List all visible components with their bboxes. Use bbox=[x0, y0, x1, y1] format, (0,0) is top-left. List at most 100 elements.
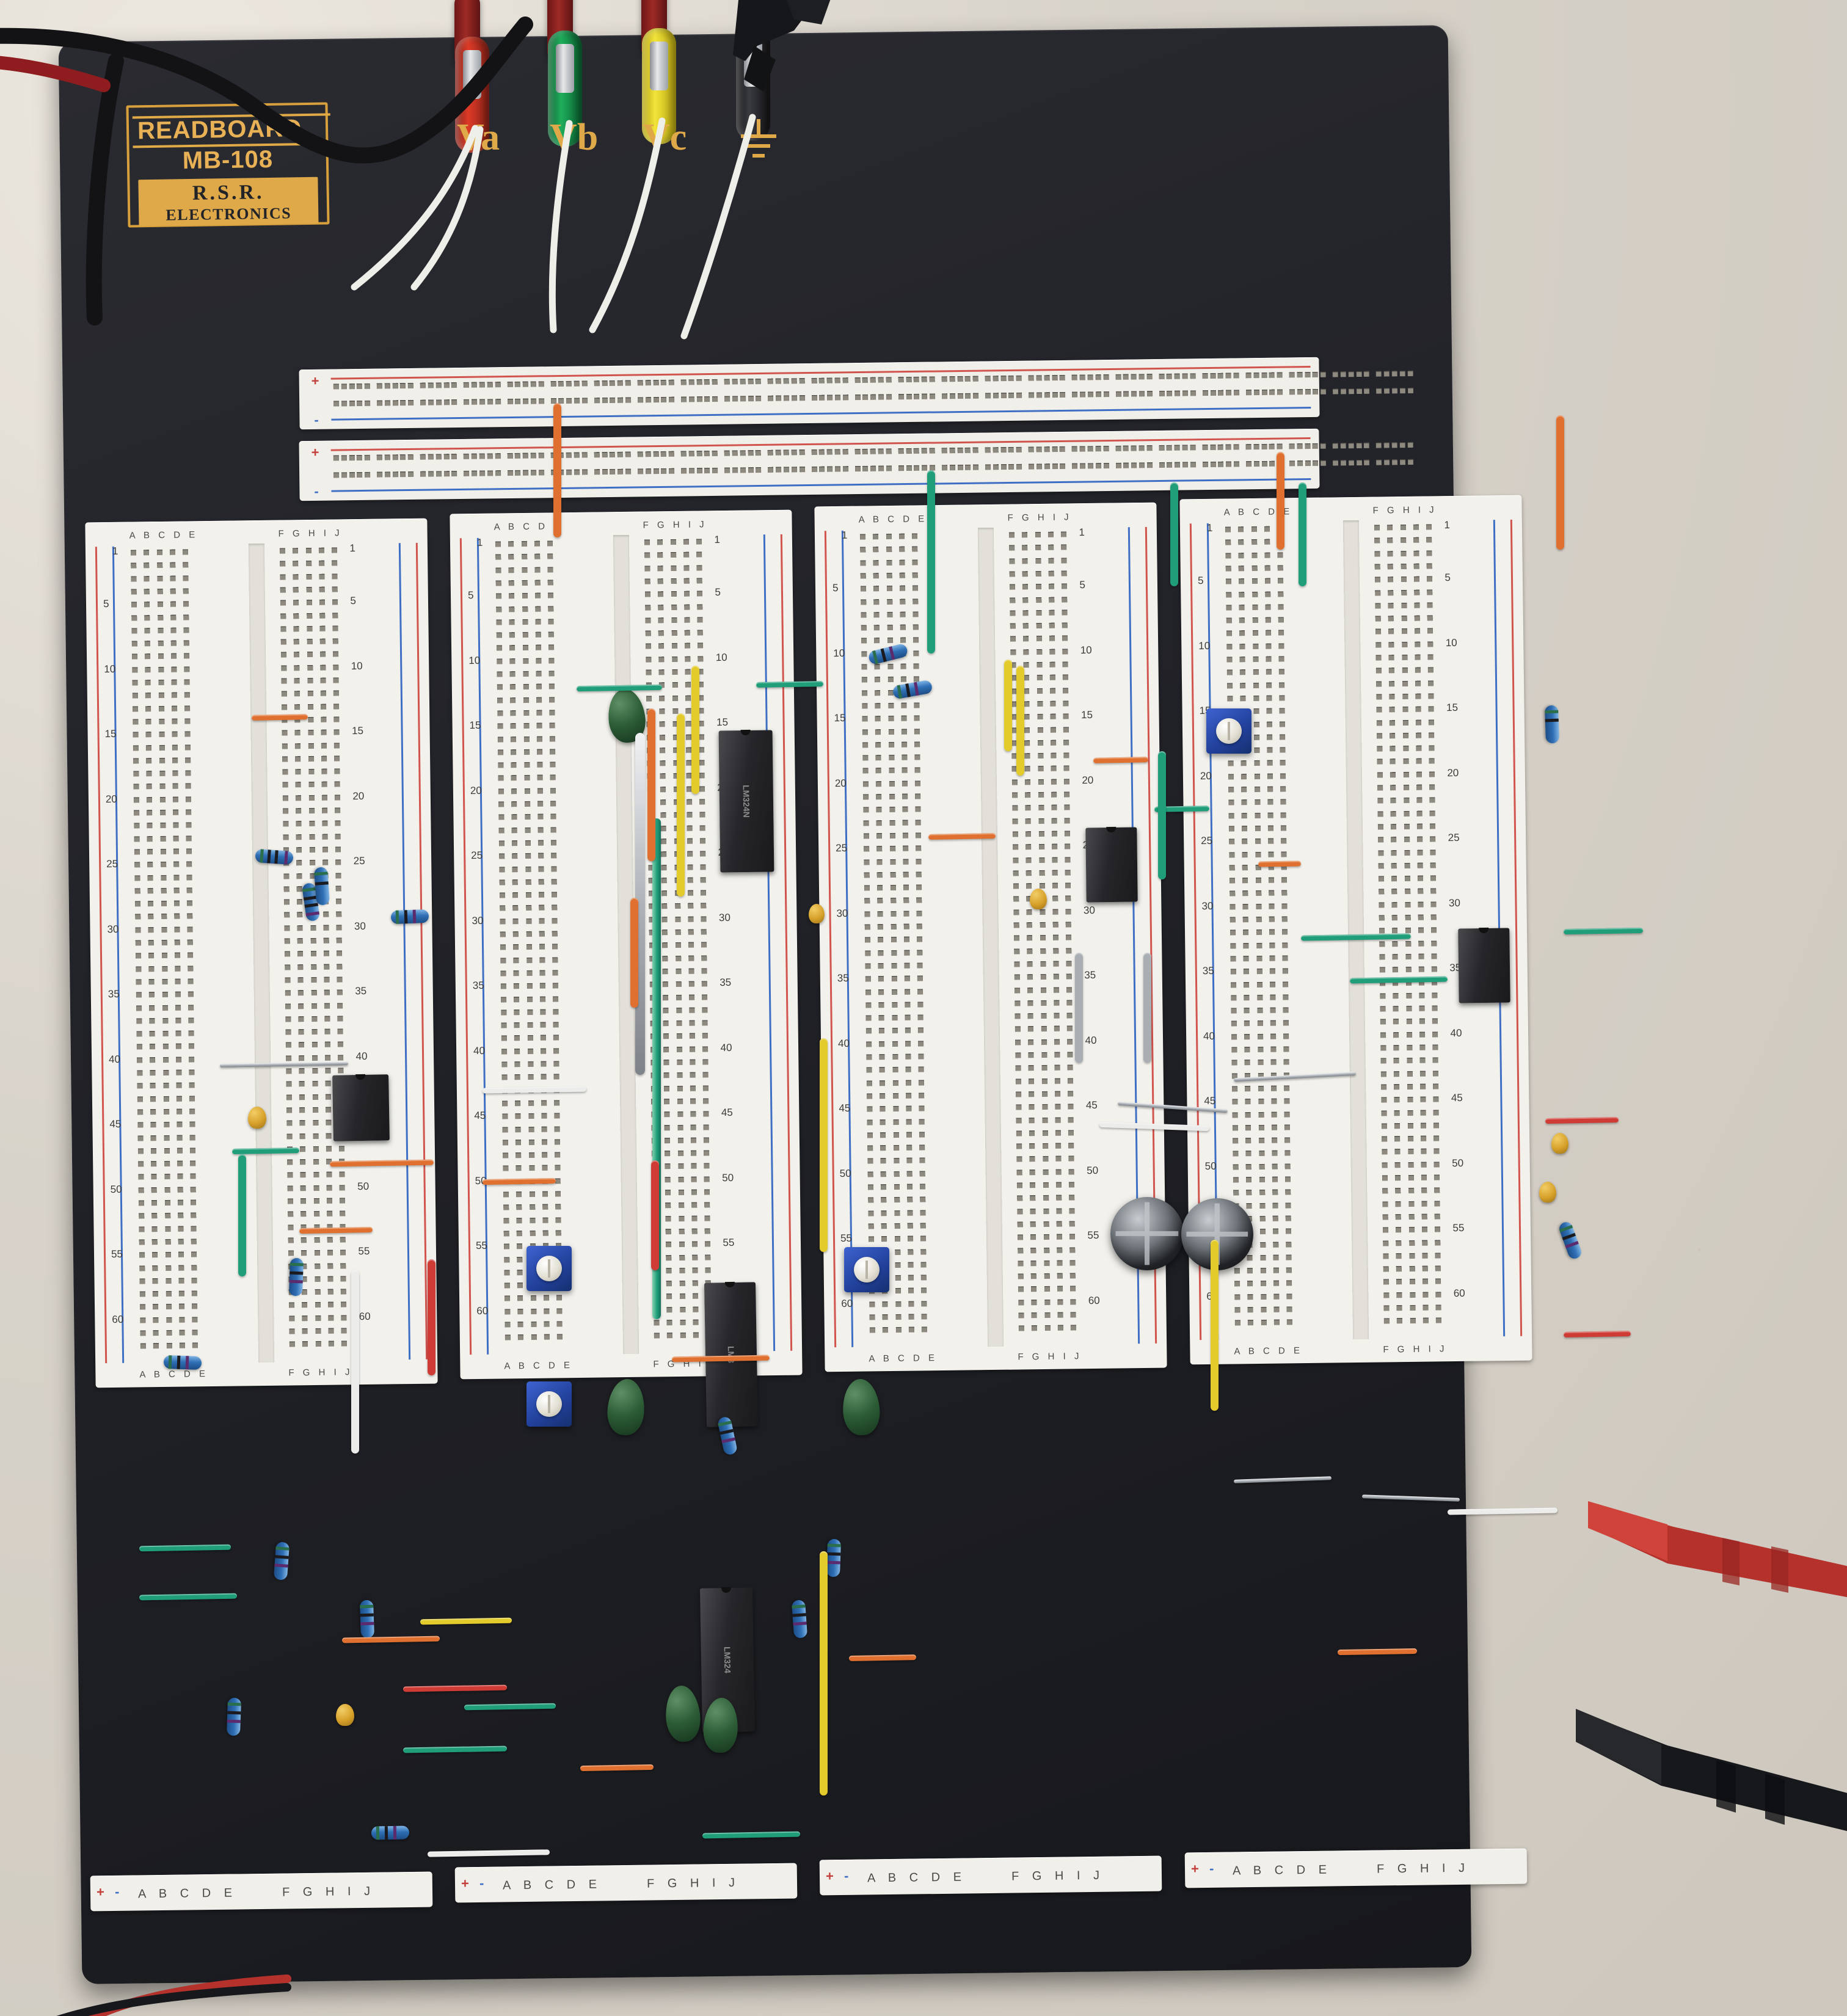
resistor-7[interactable] bbox=[226, 1697, 242, 1736]
jumper-green-8[interactable] bbox=[702, 1831, 801, 1839]
trimpot-knob[interactable] bbox=[1216, 718, 1242, 744]
jumper-orange-8[interactable] bbox=[848, 1654, 917, 1661]
jumper-yellow-1[interactable] bbox=[691, 666, 699, 794]
red-multimeter-probe[interactable] bbox=[1576, 1466, 1847, 1808]
jumper-green-12[interactable] bbox=[1563, 927, 1644, 935]
trimpot-knob[interactable] bbox=[536, 1391, 562, 1417]
jumper-white-5[interactable] bbox=[427, 1849, 550, 1857]
trimpot-3[interactable] bbox=[526, 1381, 572, 1427]
resistor-16[interactable] bbox=[390, 909, 429, 925]
ic-lm324n[interactable]: LM324N bbox=[718, 729, 774, 873]
black-alligator-clip[interactable] bbox=[721, 0, 843, 116]
jumper-orange-11[interactable] bbox=[1258, 861, 1302, 867]
jumper-orange-9[interactable] bbox=[928, 833, 996, 840]
jumper-green-6[interactable] bbox=[464, 1703, 556, 1711]
jumper-red-5[interactable] bbox=[403, 1684, 508, 1692]
ceramic-cap-6[interactable] bbox=[809, 904, 825, 923]
resistor-14[interactable] bbox=[826, 1538, 842, 1578]
jumper-grey-2[interactable] bbox=[1143, 953, 1151, 1063]
bare-jumper-4[interactable] bbox=[1233, 1476, 1332, 1483]
jumper-green-5[interactable] bbox=[139, 1593, 238, 1601]
resistor-3[interactable] bbox=[288, 1257, 304, 1297]
jumper-green-10[interactable] bbox=[1300, 933, 1412, 941]
jumper-grey-1[interactable] bbox=[1075, 953, 1083, 1063]
jumper-yellow-7[interactable] bbox=[1004, 660, 1012, 751]
jumper-yellow-6[interactable] bbox=[677, 713, 685, 897]
jumper-orange-3[interactable] bbox=[482, 1177, 556, 1185]
resistor-15[interactable] bbox=[791, 1599, 808, 1639]
jumper-orange-10[interactable] bbox=[1093, 757, 1149, 763]
jumper-orange-vert-5[interactable] bbox=[630, 898, 638, 1008]
ceramic-cap-1[interactable] bbox=[248, 1107, 266, 1129]
green-disc-cap-2[interactable] bbox=[605, 1378, 647, 1436]
bare-jumper-1[interactable] bbox=[219, 1061, 349, 1068]
jumper-yellow-2[interactable] bbox=[1016, 666, 1024, 776]
jumper-white-4[interactable] bbox=[351, 1270, 359, 1454]
jumper-orange-12[interactable] bbox=[1337, 1648, 1418, 1656]
ic-8pin-c[interactable] bbox=[1458, 927, 1510, 1003]
ic-lm3xx[interactable]: LM3 bbox=[704, 1281, 759, 1427]
resistor-12[interactable] bbox=[1557, 1220, 1583, 1261]
bare-jumper-3[interactable] bbox=[1118, 1101, 1228, 1113]
jumper-orange-vert-1[interactable] bbox=[553, 403, 561, 537]
resistor-11[interactable] bbox=[892, 679, 933, 700]
jumper-green-vert-2[interactable] bbox=[1170, 482, 1178, 586]
ceramic-cap-5[interactable] bbox=[1539, 1182, 1556, 1203]
jumper-green-vert-4[interactable] bbox=[1158, 751, 1166, 879]
jumper-green-vert-1[interactable] bbox=[927, 470, 935, 653]
green-disc-cap-3[interactable] bbox=[841, 1378, 881, 1436]
ic-8pin-a[interactable] bbox=[332, 1074, 390, 1141]
bare-jumper-2[interactable] bbox=[1233, 1071, 1357, 1082]
resistor-9[interactable] bbox=[313, 867, 330, 906]
jumper-orange-6[interactable] bbox=[341, 1636, 440, 1643]
trimpot-1[interactable] bbox=[1206, 708, 1251, 754]
resistor-5[interactable] bbox=[273, 1541, 290, 1581]
jumper-yellow-8[interactable] bbox=[420, 1617, 512, 1625]
jumper-orange-vert-3[interactable] bbox=[1556, 415, 1564, 550]
jumper-yellow-3[interactable] bbox=[820, 1038, 828, 1252]
resistor-4[interactable] bbox=[163, 1355, 202, 1370]
resistor-6[interactable] bbox=[359, 1599, 375, 1639]
jumper-red-3[interactable] bbox=[1563, 1331, 1631, 1337]
jumper-red-4[interactable] bbox=[1545, 1116, 1619, 1124]
ic-8pin-b[interactable] bbox=[1085, 826, 1138, 903]
jumper-white-3[interactable] bbox=[1099, 1121, 1210, 1132]
trimpot-knob[interactable] bbox=[854, 1257, 880, 1283]
resistor-8[interactable] bbox=[371, 1825, 410, 1840]
trimpot-2[interactable] bbox=[526, 1246, 572, 1291]
jumper-white-1[interactable] bbox=[482, 1086, 587, 1094]
jumper-red-1[interactable] bbox=[428, 1259, 435, 1375]
jumper-orange-2[interactable] bbox=[329, 1159, 434, 1167]
jumper-yellow-4[interactable] bbox=[820, 1551, 828, 1796]
jumper-green-2[interactable] bbox=[756, 681, 824, 688]
jumper-green-3[interactable] bbox=[231, 1148, 300, 1154]
resistor-17[interactable] bbox=[1544, 705, 1560, 744]
jumper-green-1[interactable] bbox=[576, 684, 663, 692]
jumper-white-2[interactable] bbox=[1447, 1507, 1558, 1515]
green-disc-cap-4[interactable] bbox=[663, 1684, 702, 1743]
jumper-orange-vert-4[interactable] bbox=[647, 708, 655, 861]
jumper-green-7[interactable] bbox=[403, 1745, 508, 1753]
electrolytic-cap-2[interactable] bbox=[1181, 1198, 1253, 1270]
black-multimeter-probe[interactable] bbox=[1564, 1673, 1847, 2015]
ceramic-cap-2[interactable] bbox=[336, 1704, 354, 1726]
jumper-green-vert-5[interactable] bbox=[238, 1154, 246, 1276]
ceramic-cap-3[interactable] bbox=[1030, 889, 1047, 909]
jumper-yellow-5[interactable] bbox=[1211, 1240, 1219, 1411]
resistor-1[interactable] bbox=[255, 848, 294, 865]
jumper-orange-1[interactable] bbox=[251, 714, 308, 721]
jumper-green-4[interactable] bbox=[139, 1544, 231, 1552]
jumper-red-2[interactable] bbox=[651, 1160, 659, 1270]
jumper-green-vert-3[interactable] bbox=[1299, 482, 1306, 586]
binding-post-vb[interactable] bbox=[548, 31, 582, 147]
electrolytic-cap-1[interactable] bbox=[1110, 1197, 1184, 1270]
jumper-green-11[interactable] bbox=[1349, 976, 1448, 984]
jumper-orange-7[interactable] bbox=[580, 1764, 654, 1772]
resistor-10[interactable] bbox=[867, 642, 909, 666]
ceramic-cap-4[interactable] bbox=[1551, 1133, 1568, 1154]
jumper-orange-vert-2[interactable] bbox=[1277, 452, 1284, 550]
jumper-orange-4[interactable] bbox=[299, 1226, 373, 1234]
trimpot-knob[interactable] bbox=[536, 1256, 562, 1281]
bare-jumper-5[interactable] bbox=[1361, 1494, 1460, 1502]
trimpot-4[interactable] bbox=[844, 1247, 889, 1292]
